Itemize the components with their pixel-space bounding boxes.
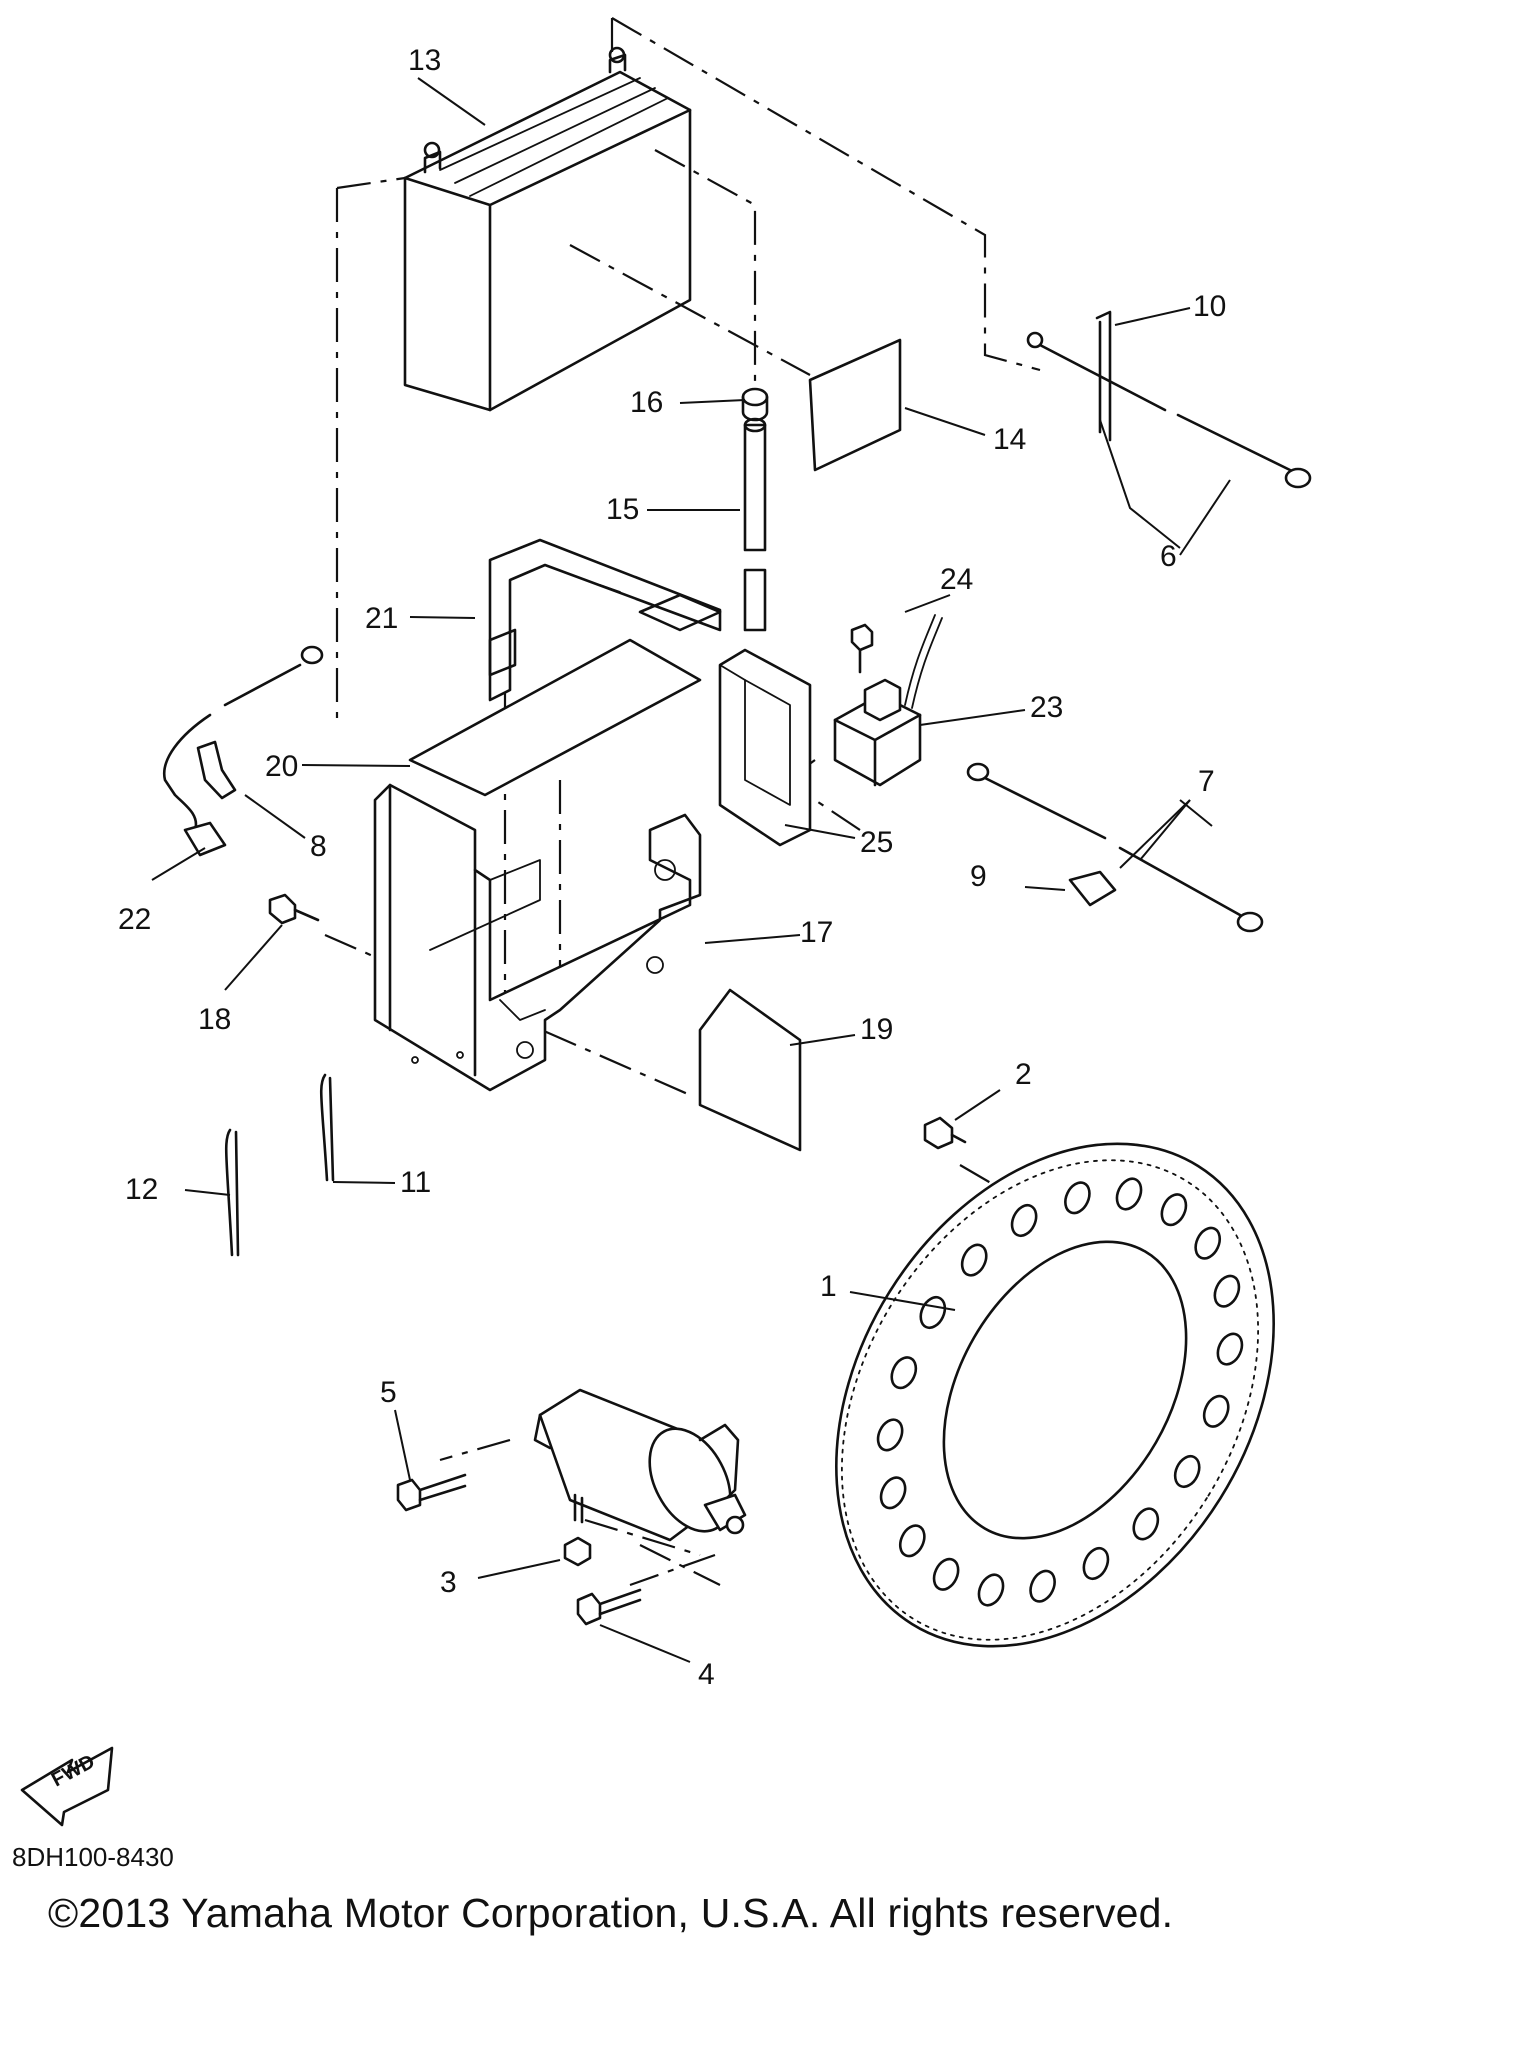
- callout-8: 8: [310, 830, 327, 863]
- gear-hole: [977, 1573, 1005, 1607]
- callout-19: 19: [860, 1013, 894, 1046]
- callout-2: 2: [1015, 1058, 1032, 1091]
- gear-hole: [876, 1418, 904, 1452]
- callout-14: 14: [993, 423, 1027, 456]
- motor-bolt-part-5: [396, 1473, 467, 1512]
- gear-hole: [1160, 1193, 1188, 1227]
- lead-bracket-part: [196, 740, 237, 800]
- gear-hole: [1082, 1546, 1110, 1581]
- callout-1: 1: [820, 1270, 837, 1303]
- copyright-notice: ©2013 Yamaha Motor Corporation, U.S.A. A…: [48, 1890, 1174, 1936]
- gear-hole: [960, 1243, 988, 1277]
- callout-9: 9: [970, 860, 987, 893]
- gear-hole: [1010, 1203, 1038, 1238]
- battery-box-part: [373, 783, 702, 1092]
- callout-21: 21: [365, 602, 399, 635]
- callout-3: 3: [440, 1566, 457, 1599]
- callout-6: 6: [1160, 540, 1177, 573]
- battery-part: [403, 46, 692, 412]
- gear-hole: [1213, 1274, 1241, 1308]
- leader-lines: [151, 77, 1231, 1663]
- callout-5: 5: [380, 1376, 397, 1409]
- gear-hole: [1216, 1332, 1244, 1366]
- callout-13: 13: [408, 44, 442, 77]
- gear-hole: [1194, 1226, 1222, 1260]
- callout-7: 7: [1198, 765, 1215, 798]
- gear-hole: [1132, 1507, 1160, 1541]
- plus-lead-part: [1026, 310, 1312, 489]
- callout-4: 4: [698, 1658, 715, 1691]
- gear-hole: [1064, 1181, 1091, 1215]
- callout-22: 22: [118, 903, 152, 936]
- clip-part-12: [224, 1128, 240, 1257]
- gear-bolt-part: [923, 1116, 967, 1150]
- side-sheet-part: [698, 988, 802, 1152]
- motor-nut-part-3: [563, 1536, 592, 1567]
- callout-20: 20: [265, 750, 299, 783]
- drawing-code: 8DH100-8430: [12, 1842, 174, 1872]
- relay-cover-part: [718, 648, 812, 847]
- fwd-arrow-icon: [20, 1746, 114, 1827]
- callout-10: 10: [1193, 290, 1227, 323]
- minus-lead-part: [966, 762, 1264, 933]
- callout-16: 16: [630, 386, 664, 419]
- starter-relay-part: [833, 614, 943, 787]
- motor-bolt-part-4: [576, 1588, 642, 1626]
- box-bolt-part: [268, 893, 320, 925]
- gear-hole: [890, 1356, 918, 1390]
- starter-motor-part: [533, 1388, 747, 1542]
- ground-lead-part: [162, 645, 324, 857]
- callout-23: 23: [1030, 691, 1064, 724]
- gear-hole: [898, 1524, 926, 1558]
- relay-bolt-part: [850, 623, 874, 674]
- callout-18: 18: [198, 1003, 232, 1036]
- lead-clamp-part: [1068, 870, 1117, 907]
- gear-hole: [879, 1476, 907, 1510]
- gear-hole: [1173, 1454, 1201, 1489]
- callout-15: 15: [606, 493, 640, 526]
- battery-band-part: [488, 538, 722, 702]
- gear-hole: [1029, 1569, 1056, 1603]
- breather-hose-part: [741, 387, 769, 632]
- callout-25: 25: [860, 826, 894, 859]
- callout-17: 17: [800, 916, 834, 949]
- callout-12: 12: [125, 1173, 159, 1206]
- gear-hole: [1115, 1177, 1143, 1211]
- battery-sheet-part: [408, 638, 702, 797]
- pad-part: [808, 338, 902, 472]
- starter-wheel-gear-part: [835, 1142, 1275, 1648]
- gear-hole: [932, 1557, 960, 1591]
- callout-24: 24: [940, 563, 974, 596]
- callout-11: 11: [400, 1166, 432, 1199]
- clip-part-11: [319, 1073, 335, 1182]
- gear-hole: [1202, 1394, 1230, 1428]
- gear-holes: [876, 1177, 1244, 1607]
